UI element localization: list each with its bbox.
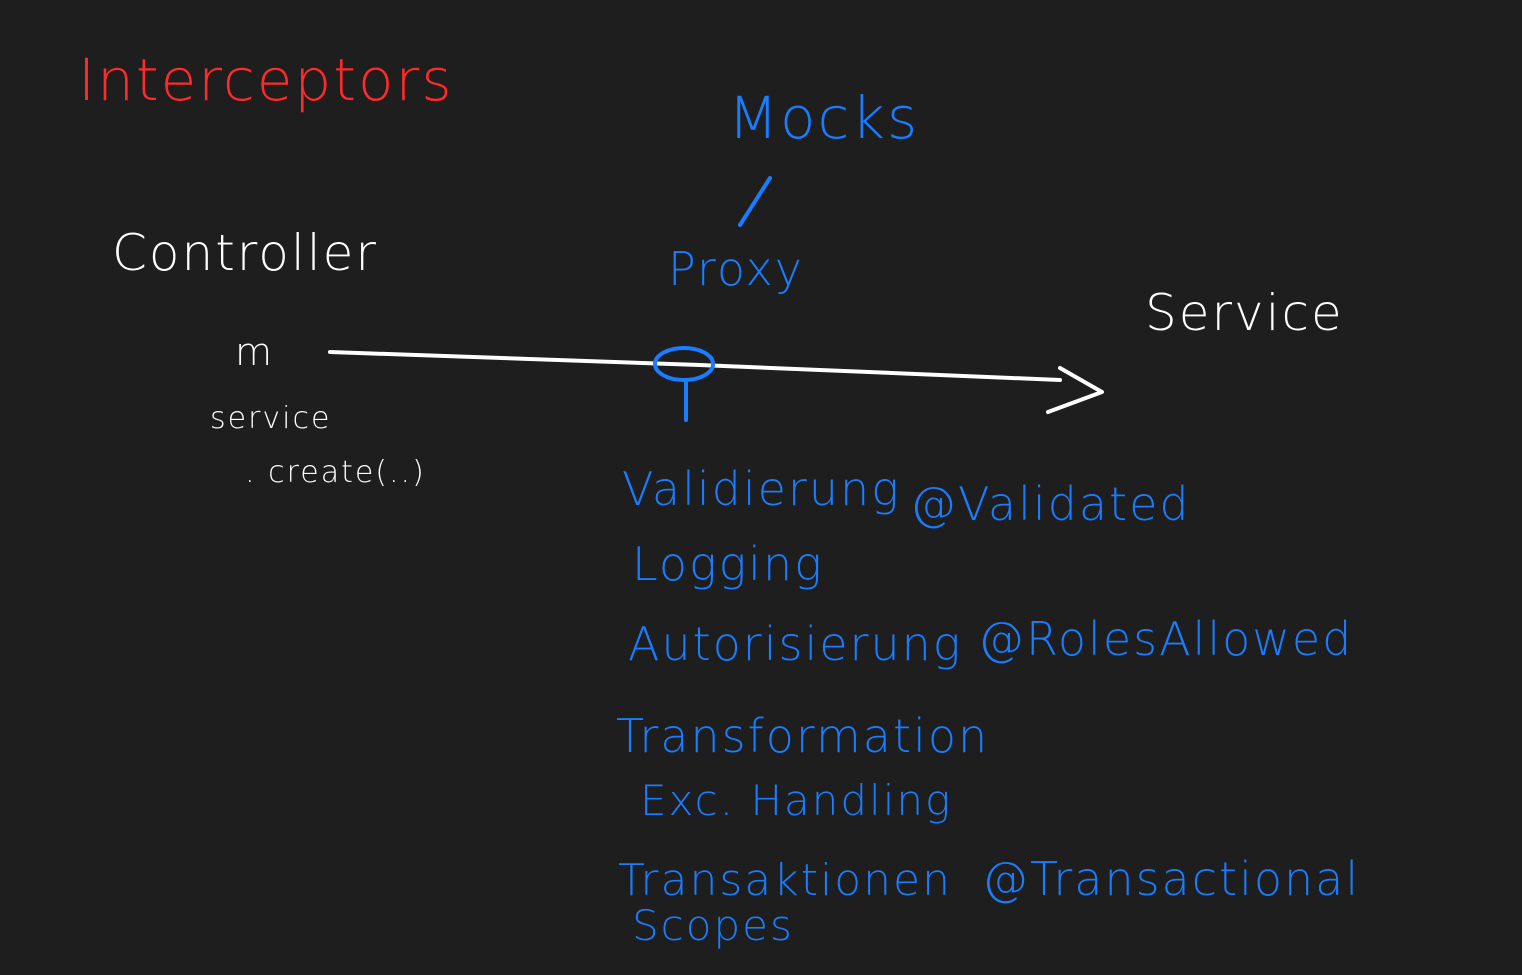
concern-label: Scopes (632, 901, 794, 950)
concern-label: Transformation (616, 709, 989, 763)
controller-code-line-3: . create(..) (245, 455, 426, 490)
page-title: Interceptors (78, 46, 454, 114)
controller-code-line-2: service (210, 401, 331, 436)
call-arrow-head (1046, 366, 1104, 414)
proxy-label: Proxy (668, 242, 804, 296)
controller-code-line-1: m (235, 330, 274, 374)
mocks-proxy-slash (738, 176, 772, 227)
concern-annotation: @Transactional (982, 852, 1360, 906)
concern-label: Validierung (622, 462, 901, 516)
concern-label: Logging (632, 537, 824, 591)
concern-annotation: @Validated (910, 477, 1191, 531)
service-label: Service (1145, 284, 1344, 342)
concern-label: Transaktionen (618, 855, 952, 906)
concern-label: Exc. Handling (640, 776, 952, 825)
concern-label: Autorisierung (628, 617, 962, 671)
mocks-label: Mocks (728, 84, 919, 152)
call-arrow-line (328, 350, 1062, 382)
concern-annotation: @RolesAllowed (978, 612, 1353, 666)
controller-label: Controller (112, 224, 378, 282)
concerns-list: Validierung @Validated Logging Autorisie… (616, 462, 1360, 950)
